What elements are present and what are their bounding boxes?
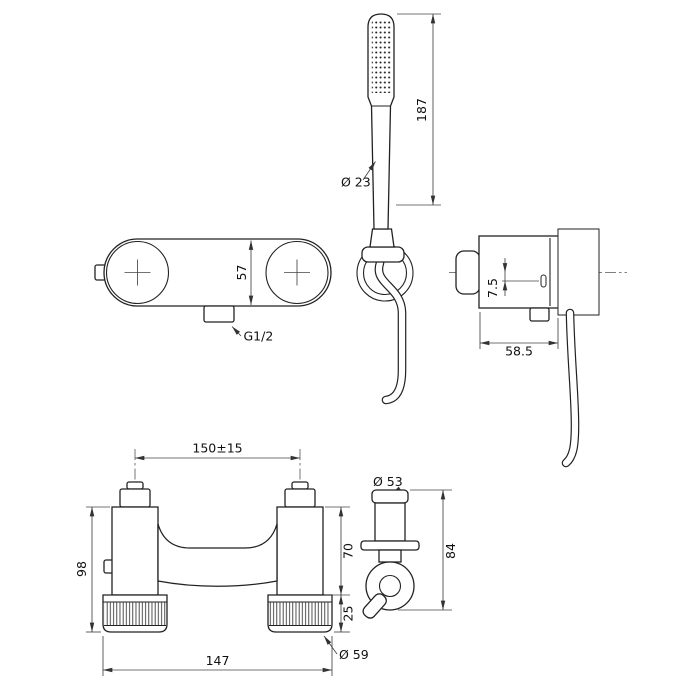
handshower-view: 187 Ø 23 [341, 13, 441, 405]
bridge-body [157, 523, 278, 587]
deck-mixer-front-view: 150±15 98 70 [74, 441, 369, 676]
dim-label-187: 187 [414, 98, 429, 122]
mixer-side-knob [455, 250, 481, 295]
label-g12: G1/2 [231, 326, 274, 344]
mixer-left-handle-circle [105, 240, 170, 305]
deck-mixer-side-view: Ø 53 84 [360, 474, 458, 619]
label-dia-59: Ø 59 [323, 635, 369, 662]
temperature-marker-slot [540, 274, 547, 288]
dim-label-7-5: 7.5 [485, 278, 500, 298]
thread-label: G1/2 [244, 329, 274, 344]
dim-label-58-5: 58.5 [505, 344, 533, 359]
mixer-side-body [478, 235, 560, 309]
dim-147: 147 [102, 636, 333, 676]
dim-84: 84 [398, 489, 458, 611]
left-post [111, 506, 159, 596]
label-dia-23: Ø 23 [341, 161, 376, 190]
side-hose [562, 309, 579, 467]
mixer-side-outlet [529, 307, 550, 322]
dim-58-5: 58.5 [479, 312, 559, 359]
handshower-cone-connector [369, 228, 395, 248]
mixer-right-handle-circle [265, 240, 329, 305]
mixer-side-view: 7.5 58.5 [449, 228, 627, 468]
dim-label-98: 98 [74, 561, 89, 577]
side-body [374, 502, 406, 542]
mixer-front-view: 57 G1/2 [94, 238, 332, 344]
side-flange [360, 540, 420, 551]
leader-line [231, 326, 242, 337]
dim-57: 57 [234, 240, 254, 305]
dim-label-147: 147 [206, 653, 230, 668]
dim-150: 150±15 [134, 441, 301, 486]
dim-label-84: 84 [443, 543, 458, 559]
leader-line [362, 161, 376, 181]
side-cap [371, 489, 409, 504]
dim-label-dia53: Ø 53 [373, 474, 403, 489]
dim-98: 98 [74, 506, 110, 633]
left-handle-body [119, 488, 151, 508]
mixer-outlet [203, 305, 235, 323]
right-base-knurl [269, 602, 331, 626]
wall-rosette-knurled [557, 228, 600, 316]
spout-stub-rect [362, 593, 387, 619]
dim-label-150: 150±15 [192, 441, 242, 456]
side-neck [378, 549, 402, 563]
dim-7-5: 7.5 [485, 258, 539, 298]
holder-clamp [361, 246, 405, 263]
spout-stub [362, 593, 387, 619]
dim-label-dia59: Ø 59 [339, 647, 369, 662]
left-handle-cap [126, 481, 144, 490]
leader-line [323, 635, 338, 655]
spout-ring-inner [378, 574, 402, 598]
spray-face-dots [371, 20, 391, 93]
dim-label-57: 57 [234, 265, 249, 281]
dim-187: 187 [396, 13, 441, 206]
dim-label-dia23: Ø 23 [341, 175, 371, 190]
right-post [276, 506, 324, 596]
dim-70: 70 [325, 506, 356, 596]
right-handle-cap [291, 481, 309, 490]
right-handle-body [284, 488, 316, 508]
dim-25: 25 [334, 595, 356, 633]
left-base-knurl [104, 602, 166, 626]
dim-label-25: 25 [341, 606, 356, 622]
handshower-hose [375, 259, 406, 404]
dim-label-70: 70 [341, 543, 356, 559]
